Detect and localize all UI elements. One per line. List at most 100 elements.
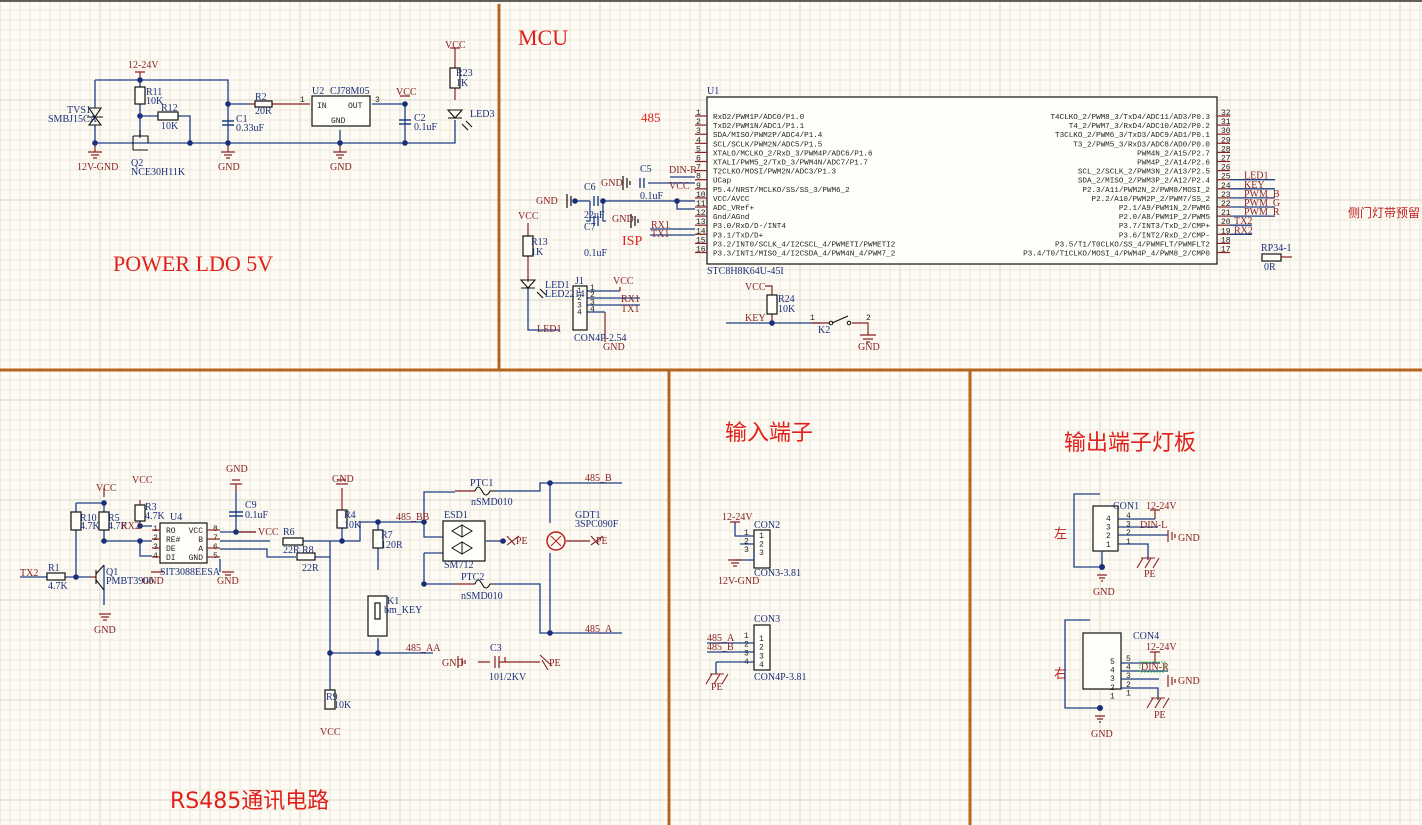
u1-pin-name: P3.1/TxD/D+: [713, 232, 764, 240]
connector-pin-label: 3: [759, 549, 764, 558]
u1-pin-name: P3.5/T1/T0CLKO/SS_4/PWMFLT/PWMFLT2: [1055, 241, 1210, 249]
u2-regulator: [311, 95, 371, 127]
u4-vcc: VCC: [258, 527, 279, 538]
con4-pe: PE: [1154, 710, 1166, 721]
net-485-b: 485_B: [585, 473, 612, 484]
r6-ref: R6: [283, 527, 295, 538]
c9-gnd: GND: [226, 464, 248, 475]
gdt1-ref: GDT1: [575, 510, 601, 521]
u2-pin-in: IN: [317, 102, 327, 111]
r8-resistor: [296, 552, 316, 561]
decoupling-caps: [593, 178, 645, 226]
r10-ref: R10: [80, 513, 97, 524]
connector-pin-number: 3: [744, 649, 749, 658]
u1-pin-number: 13: [696, 218, 706, 227]
gnd-label: GND: [218, 162, 240, 173]
u1-pin-name: T4_2/PWM7_3/RxD4/ADC10/AD2/P0.2: [1069, 123, 1211, 131]
u1-pin-name: XTALI/PWM5_2/TxD_3/PWM4N/ADC7/P1.7: [713, 160, 868, 168]
r3-value: 4.7K: [145, 511, 166, 522]
k2-pin2: 2: [866, 314, 871, 323]
r7-value: 120R: [381, 540, 403, 551]
section-title-rs485: RS485通讯电路: [170, 789, 329, 814]
u1-pin-number: 10: [696, 191, 706, 200]
con1-12-24v: 12-24V: [1146, 501, 1177, 512]
u1-pin-number: 9: [696, 182, 701, 191]
c3-ref: C3: [490, 643, 502, 654]
label-right: 右: [1054, 667, 1067, 682]
net-tx2: TX2: [20, 568, 38, 579]
u1-pin-number: 11: [696, 200, 706, 209]
connector-pin-label: 2: [1106, 532, 1111, 541]
c3-value: 101/2KV: [489, 672, 527, 683]
net-led1: LED1: [537, 324, 561, 335]
ptc2-ref: PTC2: [461, 572, 484, 583]
connector-pin-label: 3: [577, 301, 582, 310]
c7-ref: C7: [584, 222, 596, 233]
connector-pin-number: 1: [1126, 689, 1131, 698]
r5-value: 4.7K: [108, 521, 129, 532]
u1-pin-number: 28: [1221, 145, 1231, 154]
tvs1-ref: TVS1: [67, 105, 91, 116]
r9-value: 10K: [334, 700, 352, 711]
j1-tx1: TX1: [621, 304, 639, 315]
con4-frame-gnd: GND: [1091, 729, 1113, 740]
u4-pin-name: GND: [189, 554, 204, 563]
r11-value: 10K: [146, 96, 164, 107]
r9-ref: R9: [326, 692, 338, 703]
r10-value: 4.7K: [80, 521, 101, 532]
c9-ref: C9: [245, 500, 257, 511]
u1-pin-number: 23: [1221, 191, 1231, 200]
led1-value: LED2214: [545, 289, 584, 300]
gdt1-symbol: [546, 531, 566, 551]
connector-pin-label: 2: [759, 644, 764, 653]
u1-pin-number: 26: [1221, 164, 1231, 173]
net-rx2: RX2: [121, 521, 140, 532]
u4-pin-name: B: [198, 536, 203, 545]
c3-pe: PE: [549, 658, 561, 669]
u2-pin-out: OUT: [348, 102, 363, 111]
con1-ref: CON1: [1113, 501, 1139, 512]
net-485-bb: 485_BB: [396, 512, 430, 523]
c2-capacitor: [399, 119, 411, 125]
c2-ref: C2: [414, 113, 426, 124]
k2-gnd: GND: [858, 342, 880, 353]
con2-12-24v: 12-24V: [722, 512, 753, 523]
led3-ref: LED3: [470, 109, 494, 120]
con3-pe: PE: [711, 682, 723, 693]
u1-pin-number: 16: [696, 246, 706, 255]
u4-value: SIT3088EESA: [160, 567, 221, 578]
q2-value: NCE30H11K: [131, 167, 186, 178]
esd-pe: PE: [516, 536, 528, 547]
u1-net-label: PWM_B: [1244, 189, 1280, 200]
tvs1-value: SMBJ15CA: [48, 114, 98, 125]
connector-pin-number: 1: [1126, 538, 1131, 547]
connector-pin-label: 2: [1110, 684, 1115, 693]
c2-value: 0.1uF: [414, 122, 438, 133]
r10-resistor: [70, 511, 82, 531]
connector-pin-label: 1: [759, 635, 764, 644]
ptc1-value: nSMD010: [471, 497, 513, 508]
con4-din-r: DIN-R: [1141, 662, 1169, 673]
r3-vcc: VCC: [132, 475, 153, 486]
u2-value: CJ78M05: [330, 86, 369, 97]
con3-value: CON4P-3.81: [754, 672, 807, 683]
net-din-r: DIN-R: [669, 165, 697, 176]
u1-pin-number: 8: [696, 173, 701, 182]
net-key: KEY: [745, 313, 766, 324]
r3-resistor: [134, 504, 146, 522]
gnd-symbols: [88, 151, 347, 159]
r9-resistor: [324, 689, 336, 710]
c1-capacitor: [222, 120, 234, 126]
r11-ref: R11: [146, 87, 162, 98]
u1-pin-number: 1: [696, 109, 701, 118]
u4-pin-name: RO: [166, 527, 176, 536]
u1-pin-number: 7: [696, 164, 701, 173]
note-side-door-strip: 侧门灯带预留: [1348, 205, 1420, 220]
u1-pin-number: 24: [1221, 182, 1231, 191]
r4-resistor: [336, 509, 348, 529]
r11-resistor: [134, 86, 146, 105]
output-section: 输出端子灯板 左 右 CON1 12-24V DIN-L GND PE GND …: [1054, 431, 1200, 740]
tvs-diode-symbol: [87, 107, 103, 126]
